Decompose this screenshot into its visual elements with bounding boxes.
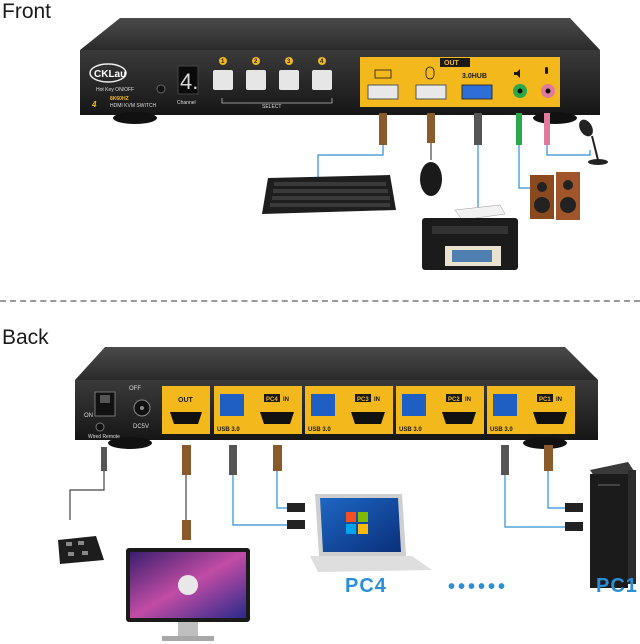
back-kvm-switch: OFF ON Wired Remote DC5V OUT PC4 IN USB … xyxy=(75,347,598,449)
pc4-usb-port[interactable] xyxy=(220,394,244,416)
mouse xyxy=(420,162,442,196)
select-buttons: 1 2 3 4 SELECT xyxy=(213,57,333,110)
pc4-in-label: IN xyxy=(283,397,289,403)
back-cables xyxy=(69,445,583,540)
brand-logo: CKLau xyxy=(89,63,127,83)
pc2-usb-label: USB 3.0 xyxy=(399,427,422,433)
desktop-tower xyxy=(590,462,636,588)
pc3-hdmi-port[interactable] xyxy=(351,412,385,424)
pc2-hdmi-port[interactable] xyxy=(442,412,476,424)
select-button-2[interactable] xyxy=(246,70,266,90)
mouse-usb-port[interactable] xyxy=(415,84,447,100)
back-section-label: Back xyxy=(2,326,49,349)
power-off-label: OFF xyxy=(129,386,141,392)
power-on-label: ON xyxy=(84,413,93,419)
output-panel-label: OUT xyxy=(444,60,460,67)
pc3-in-label: IN xyxy=(374,397,380,403)
dc-label: DC5V xyxy=(133,424,149,430)
select-button-3[interactable] xyxy=(279,70,299,90)
pc1-usb-label: USB 3.0 xyxy=(490,427,513,433)
mouse-icon xyxy=(425,66,435,80)
select-button-3-label: 3 xyxy=(287,59,291,65)
wired-remote-port[interactable] xyxy=(95,422,105,432)
monitor xyxy=(126,548,250,641)
pc3-port-group: PC3 IN USB 3.0 xyxy=(305,386,393,434)
hotkey-button[interactable] xyxy=(156,84,166,94)
pc1-usb-port[interactable] xyxy=(493,394,517,416)
pc2-port-group: PC2 IN USB 3.0 xyxy=(396,386,484,434)
pc1-port-group: PC1 IN USB 3.0 xyxy=(487,386,575,434)
more-devices-ellipsis: •••••• xyxy=(448,576,509,598)
wired-remote-label: Wired Remote xyxy=(88,434,120,440)
select-button-4[interactable] xyxy=(312,70,332,90)
speakers xyxy=(530,172,580,220)
front-cables xyxy=(317,113,591,208)
pc3-port-label: PC3 xyxy=(357,397,369,403)
laptop xyxy=(310,494,432,572)
pc2-in-label: IN xyxy=(465,397,471,403)
wired-remote xyxy=(58,536,104,564)
pc4-hdmi-port[interactable] xyxy=(260,412,294,424)
pc3-usb-port[interactable] xyxy=(311,394,335,416)
speaker-icon xyxy=(514,69,520,78)
hotkey-label: Hot Key ON/OFF xyxy=(96,87,134,93)
hdmi-out-port[interactable] xyxy=(170,412,202,424)
printer xyxy=(422,204,518,270)
model-label: HDMI KVM SWITCH xyxy=(110,103,156,109)
channel-display xyxy=(177,65,199,95)
select-button-1-label: 1 xyxy=(221,59,225,65)
front-section-label: Front xyxy=(2,0,52,23)
pc4-port-label: PC4 xyxy=(266,397,278,403)
pc2-port-label: PC2 xyxy=(448,397,460,403)
back-out-label: OUT xyxy=(178,397,194,404)
brand-logo-text: CKLau xyxy=(94,69,126,80)
output-panel: OUT 3.0HUB xyxy=(360,57,560,107)
keyboard xyxy=(262,175,396,214)
pc1-device-label: PC1 xyxy=(596,575,638,597)
pc4-port-group: PC4 IN USB 3.0 xyxy=(214,386,302,434)
pc3-usb-label: USB 3.0 xyxy=(308,427,331,433)
front-kvm-switch: CKLau Hot Key ON/OFF 8K60HZ 4 HDMI KVM S… xyxy=(80,18,600,124)
resolution-badge: 8K60HZ xyxy=(110,96,129,102)
select-button-4-label: 4 xyxy=(320,59,324,65)
pc2-usb-port[interactable] xyxy=(402,394,426,416)
model-prefix: 4 xyxy=(91,100,97,109)
channel-label: Channel xyxy=(177,100,196,106)
pc4-device-label: PC4 xyxy=(345,575,387,597)
select-button-1[interactable] xyxy=(213,70,233,90)
mic-icon xyxy=(545,67,548,74)
select-button-2-label: 2 xyxy=(254,59,258,65)
pc4-usb-label: USB 3.0 xyxy=(217,427,240,433)
pc1-hdmi-port[interactable] xyxy=(533,412,567,424)
section-divider xyxy=(0,300,640,302)
hub-usb-port[interactable] xyxy=(461,84,493,100)
keyboard-icon xyxy=(374,69,392,79)
hub-label: 3.0HUB xyxy=(462,73,487,80)
pc1-in-label: IN xyxy=(556,397,562,403)
select-label: SELECT xyxy=(262,104,281,110)
microphone xyxy=(579,119,608,165)
keyboard-usb-port[interactable] xyxy=(367,84,399,100)
pc1-port-label: PC1 xyxy=(539,397,551,403)
channel-digit: 4. xyxy=(180,69,198,94)
